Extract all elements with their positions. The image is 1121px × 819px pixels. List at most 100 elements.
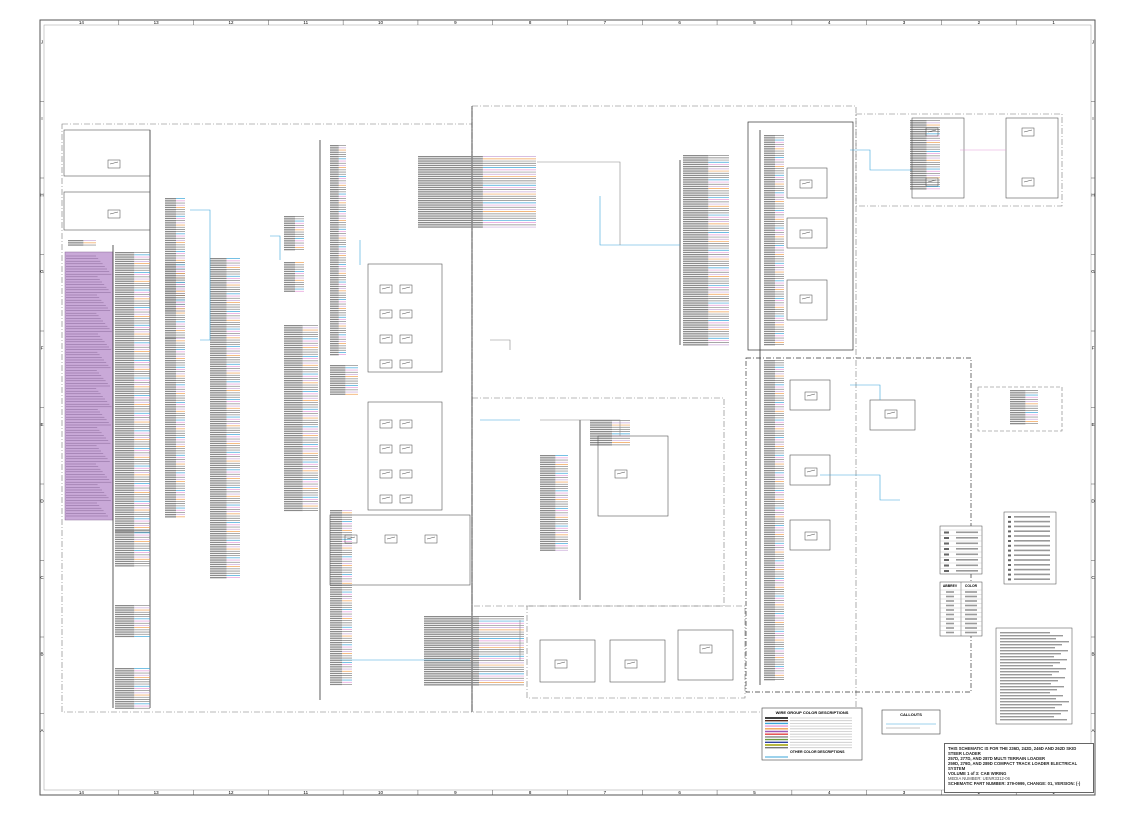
column-label-bottom: 11 — [303, 790, 308, 795]
column-label-top: 5 — [753, 20, 756, 25]
row-label-left: B — [40, 651, 43, 656]
row-label-left: E — [40, 422, 43, 427]
relay-box-group-upper — [63, 117, 1059, 683]
relay-symbol — [384, 534, 398, 544]
relay-symbol — [624, 659, 638, 669]
row-label-right: F — [1092, 345, 1095, 350]
row-label-right: J — [1092, 39, 1094, 44]
connector-stack — [330, 145, 346, 356]
relay-symbol — [379, 334, 393, 344]
column-label-bottom: 13 — [154, 790, 160, 795]
column-label-bottom: 3 — [903, 790, 906, 795]
callouts-title: CALLOUTS — [900, 712, 922, 717]
connector-stack — [284, 325, 318, 512]
relay-symbol — [399, 494, 413, 504]
connector-stack — [165, 262, 185, 312]
symbols-table — [939, 525, 983, 575]
connector-stack — [764, 360, 784, 681]
column-label-top: 7 — [604, 20, 607, 25]
center-harness-boundary — [471, 105, 857, 713]
title-block: THIS SCHEMATIC IS FOR THE 236D, 242D, 24… — [944, 743, 1094, 793]
row-label-right: C — [1091, 575, 1095, 580]
relay-symbol — [379, 419, 393, 429]
connector-stacks — [68, 120, 1038, 709]
column-label-bottom: 5 — [753, 790, 756, 795]
relay-symbol — [379, 444, 393, 454]
row-label-left: D — [40, 498, 44, 503]
relay-symbol — [379, 494, 393, 504]
title-line-6: SCHEMATIC PART NUMBER: 379-0999, CHANGE:… — [948, 781, 1081, 786]
callouts-legend: CALLOUTS — [881, 709, 941, 735]
column-label-top: 10 — [378, 20, 384, 25]
connector-stack — [764, 135, 784, 346]
column-label-bottom: 9 — [454, 790, 457, 795]
row-label-right: B — [1091, 651, 1094, 656]
relay-symbol — [554, 659, 568, 669]
right-mid-boundary — [745, 357, 972, 693]
relay-symbol — [399, 444, 413, 454]
relay-symbol — [107, 209, 121, 219]
relay-symbol — [699, 644, 713, 654]
interconnect-wires — [190, 149, 1006, 661]
column-label-bottom: 10 — [378, 790, 384, 795]
connector-stack — [330, 510, 352, 686]
connector-stack — [590, 420, 630, 446]
row-label-right: A — [1091, 728, 1094, 733]
connector-stack — [115, 668, 150, 709]
relay-symbol — [344, 534, 358, 544]
relay-symbol — [399, 309, 413, 319]
inner-frame — [43, 24, 1092, 791]
connector-stack — [115, 252, 150, 533]
row-label-left: F — [41, 345, 44, 350]
right-top-block-boundary — [747, 121, 854, 351]
row-label-left: G — [40, 269, 44, 274]
wire-group-color-legend: WIRE GROUP COLOR DESCRIPTIONS OTHER COLO… — [761, 707, 863, 761]
title-line-4: VOLUME 1 of 3: CAB WIRING — [948, 771, 1007, 776]
notes-block — [995, 627, 1073, 725]
column-label-bottom: 4 — [828, 790, 831, 795]
connector-stack — [424, 616, 524, 686]
relay-symbol — [925, 127, 939, 137]
relay-symbol — [884, 409, 898, 419]
relay-symbol — [399, 359, 413, 369]
column-label-bottom: 6 — [678, 790, 681, 795]
title-line-5: MEDIA NUMBER: UENR3312-06 — [948, 776, 1010, 781]
column-label-top: 9 — [454, 20, 457, 25]
row-label-right: H — [1091, 192, 1094, 197]
component-locator-table — [1003, 511, 1057, 585]
column-label-top: 1 — [1052, 20, 1055, 25]
row-label-right: D — [1091, 498, 1095, 503]
column-label-top: 8 — [529, 20, 532, 25]
title-line-3: 259D, 279D, AND 289D COMPACT TRACK LOADE… — [948, 761, 1078, 771]
column-label-bottom: 7 — [604, 790, 607, 795]
connector-stack — [165, 198, 185, 338]
relay-symbol — [804, 391, 818, 401]
color-abbreviation-table: ABBREV COLOR — [939, 581, 983, 637]
connector-stack — [210, 258, 240, 579]
relay-symbol — [399, 284, 413, 294]
purple-zone-wire-lines — [66, 255, 112, 517]
connector-stack — [284, 262, 304, 292]
row-label-right: E — [1091, 422, 1094, 427]
connector-stack — [115, 605, 150, 638]
title-line-1: THIS SCHEMATIC IS FOR THE 236D, 242D, 24… — [948, 746, 1077, 756]
relay-symbol — [799, 229, 813, 239]
relay-symbol — [804, 467, 818, 477]
relay-symbol — [379, 359, 393, 369]
column-label-top: 12 — [228, 20, 234, 25]
column-label-top: 2 — [978, 20, 981, 25]
connector-stack — [418, 156, 536, 228]
row-label-left: I — [41, 116, 42, 121]
relay-symbol — [399, 469, 413, 479]
row-label-left: C — [40, 575, 44, 580]
column-label-top: 4 — [828, 20, 831, 25]
right-upper-boundary — [855, 113, 1063, 207]
color-table-header-abbrev: ABBREV — [943, 584, 958, 588]
relay-symbol — [399, 419, 413, 429]
connector-stack — [1010, 390, 1038, 425]
other-color-legend-title: OTHER COLOR DESCRIPTIONS — [790, 750, 845, 754]
